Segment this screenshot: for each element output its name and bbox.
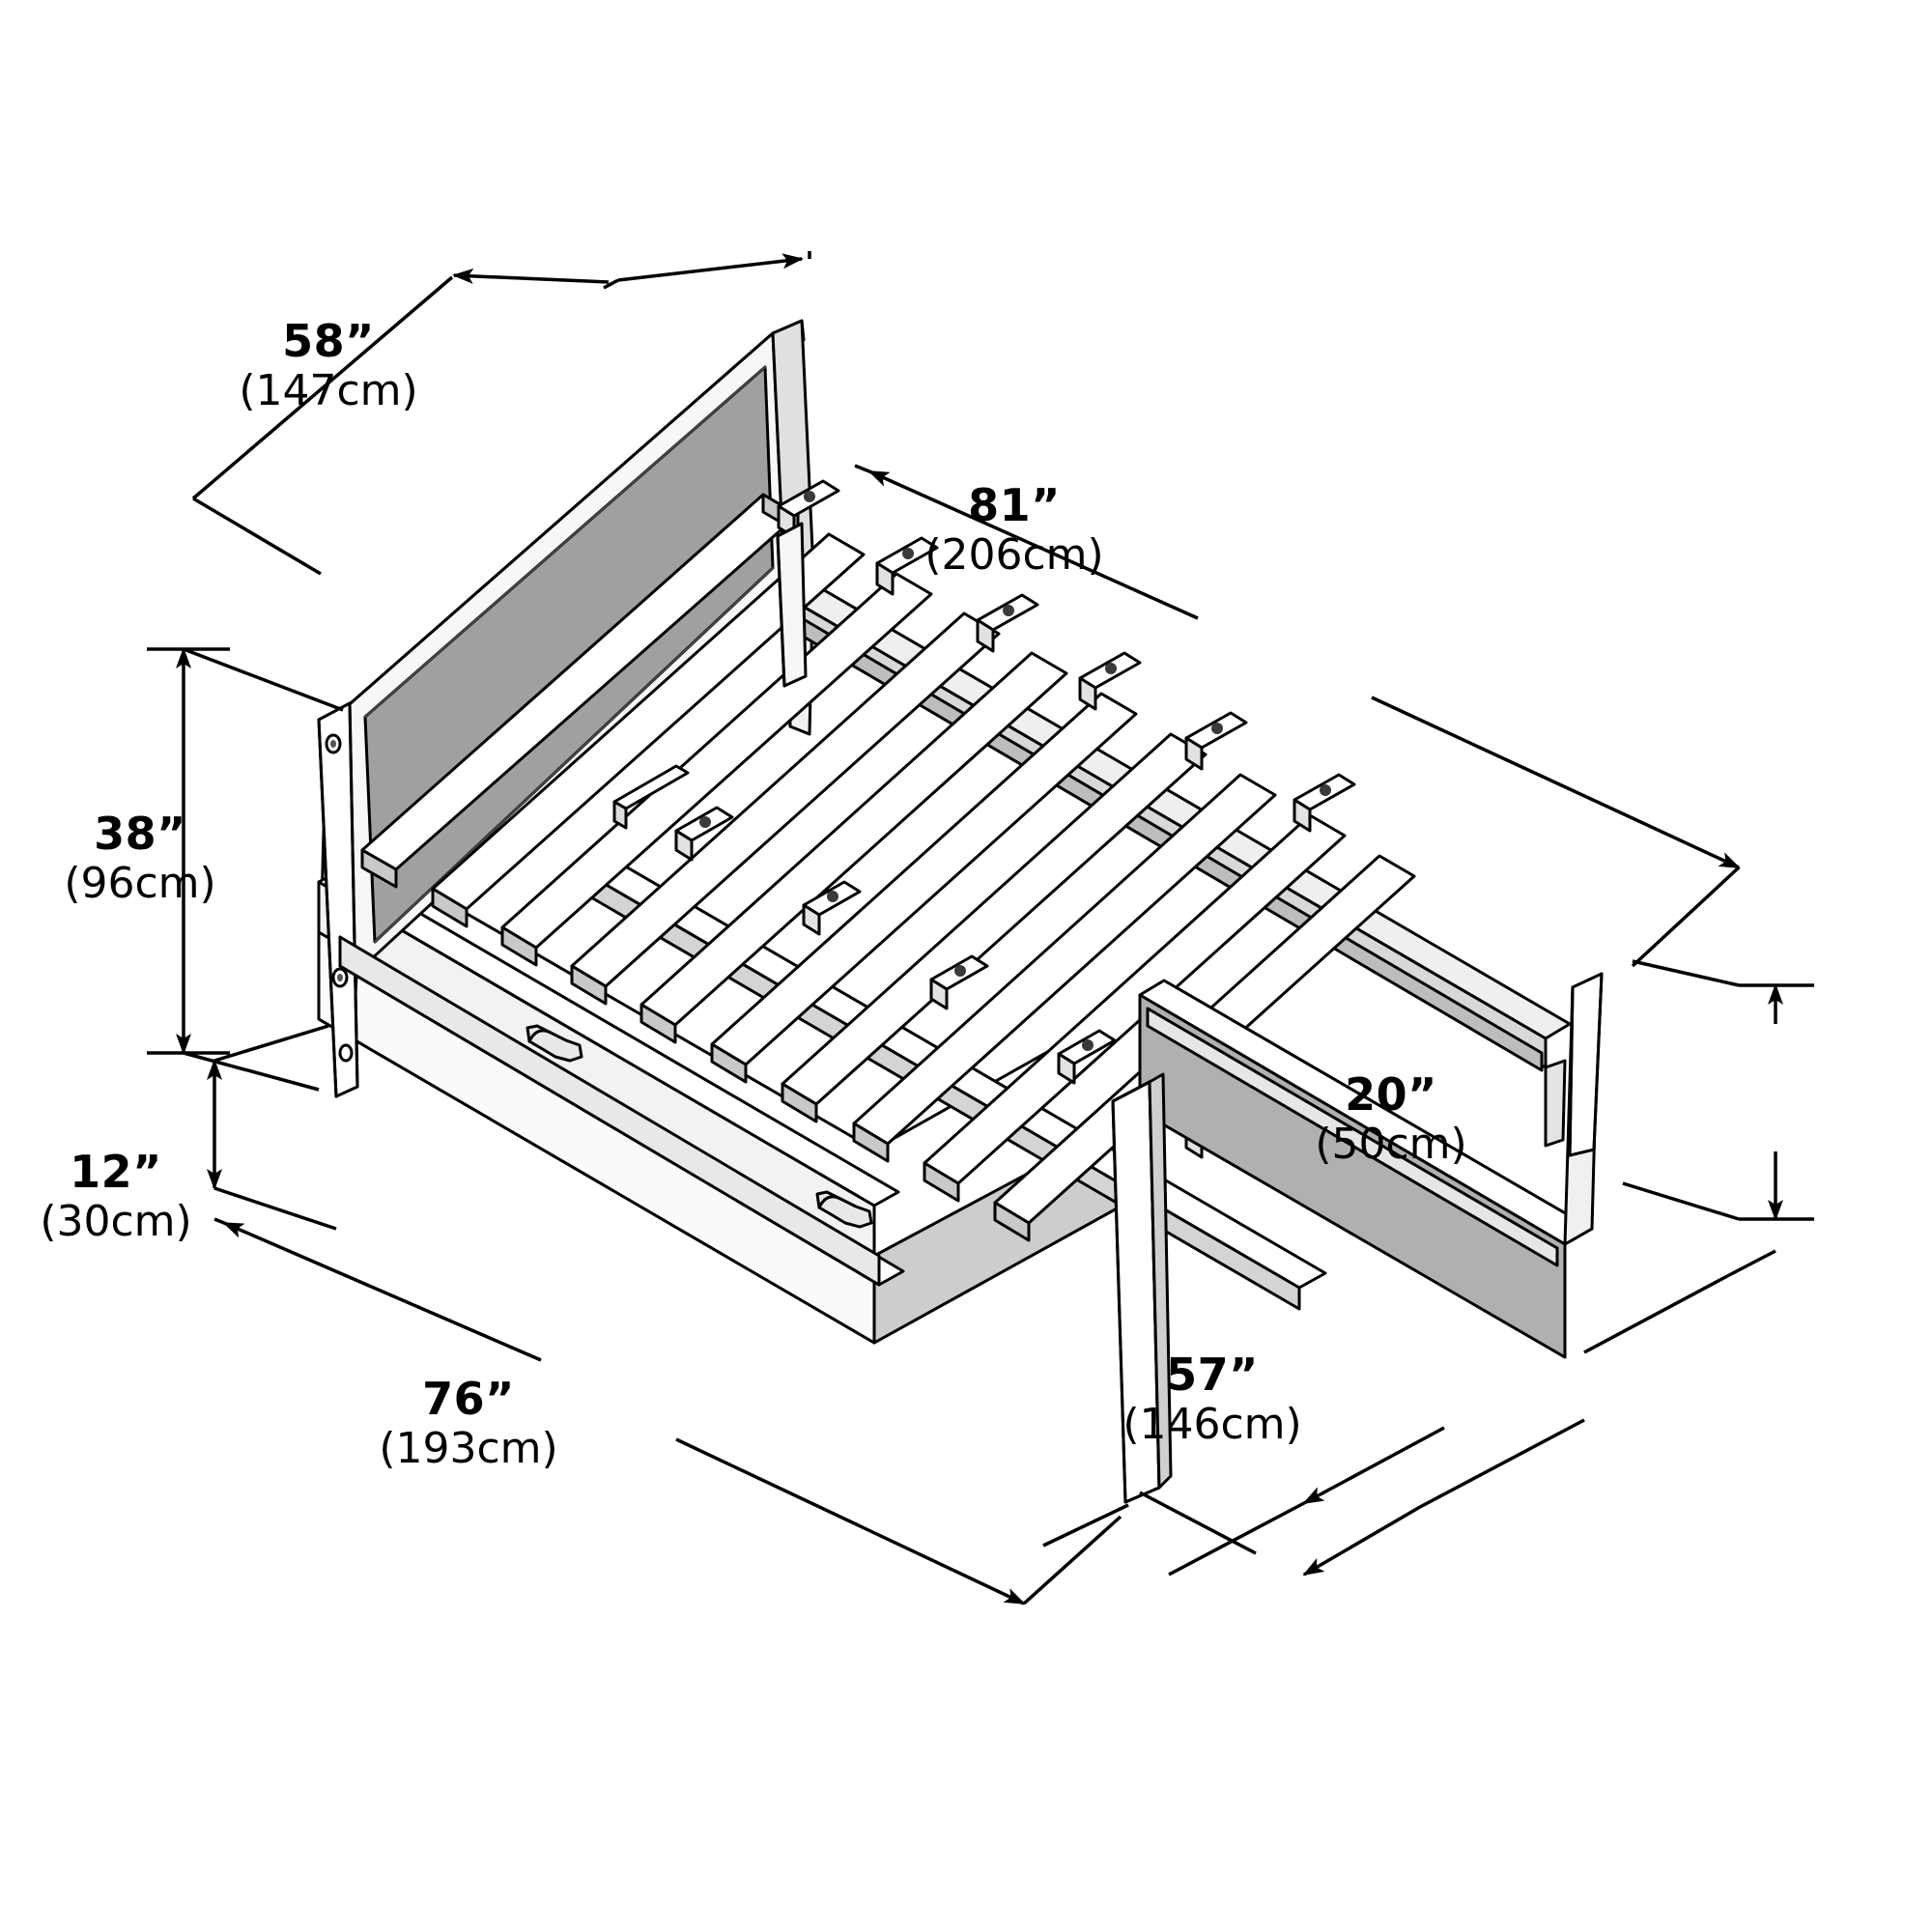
dimension-label-footboard-height: 20” (50cm) bbox=[1315, 1072, 1466, 1166]
dimension-metric: (50cm) bbox=[1315, 1120, 1467, 1169]
dimension-inches: 76” bbox=[422, 1373, 515, 1425]
floor-reference-leaders bbox=[1042, 1491, 1257, 1555]
dimension-inches: 58” bbox=[282, 315, 375, 367]
dim-line-81 bbox=[854, 464, 1741, 968]
dimension-label-bed-width: 57” (146cm) bbox=[1122, 1352, 1301, 1446]
dimension-inches: 81” bbox=[968, 479, 1061, 531]
dimension-metric: (30cm) bbox=[40, 1197, 192, 1246]
dimension-lines bbox=[147, 251, 1814, 1605]
dimension-label-headboard-height: 38” (96cm) bbox=[64, 811, 215, 905]
dimension-label-mattress-length: 76” (193cm) bbox=[379, 1377, 557, 1470]
dimension-label-floor-clearance: 12” (30cm) bbox=[40, 1150, 191, 1243]
dim-line-38 bbox=[147, 647, 344, 1092]
back-right-leg bbox=[1544, 1059, 1567, 1148]
dimension-label-bed-length: 81” (206cm) bbox=[924, 483, 1103, 577]
slat-brackets-far bbox=[777, 479, 1356, 833]
dimension-metric: (146cm) bbox=[1122, 1400, 1302, 1449]
dim-line-12 bbox=[207, 1024, 337, 1231]
dim-line-57 bbox=[1168, 1249, 1776, 1577]
dimension-label-headboard-width: 58” (147cm) bbox=[239, 319, 417, 412]
dimension-inches: 12” bbox=[70, 1146, 162, 1198]
dimension-metric: (206cm) bbox=[924, 530, 1104, 580]
bed-assembly bbox=[317, 319, 1604, 1504]
dimension-metric: (96cm) bbox=[64, 859, 216, 908]
dimension-metric: (193cm) bbox=[379, 1424, 558, 1473]
footboard bbox=[1111, 972, 1604, 1504]
dimension-metric: (147cm) bbox=[239, 366, 418, 415]
dimension-inches: 57” bbox=[1166, 1349, 1259, 1401]
dimension-inches: 20” bbox=[1345, 1068, 1437, 1121]
dimension-inches: 38” bbox=[94, 808, 186, 860]
dim-line-20 bbox=[1622, 959, 1814, 1221]
dim-line-58 bbox=[191, 251, 811, 576]
dim-line-76 bbox=[213, 1217, 1122, 1605]
